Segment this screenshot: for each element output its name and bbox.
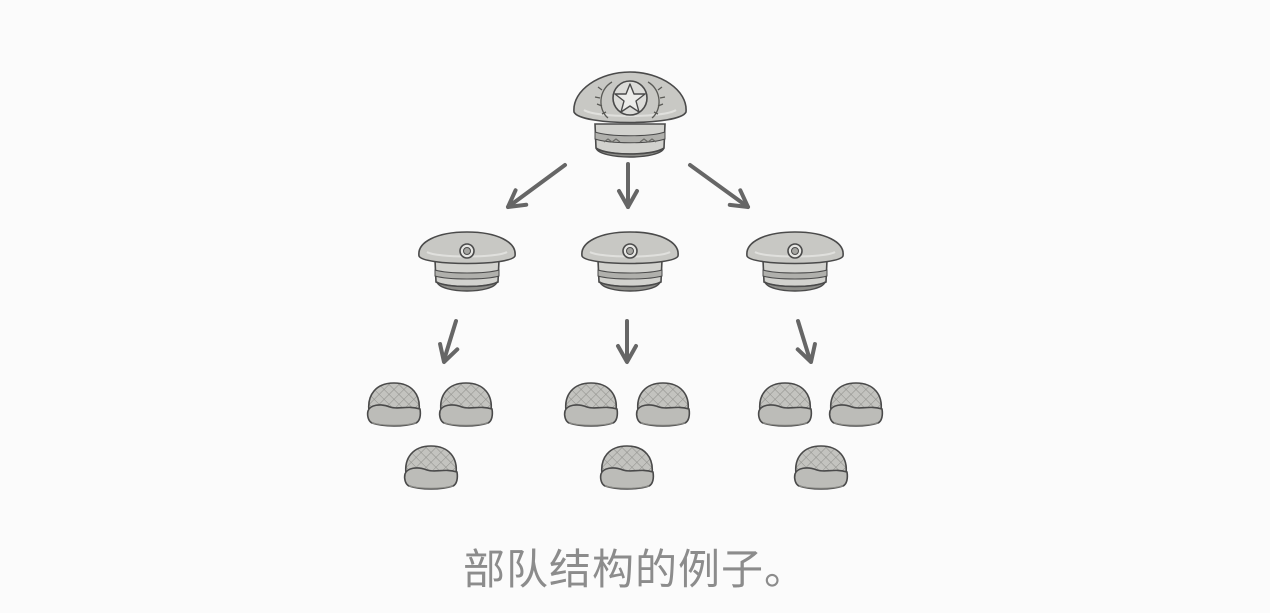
soldier-helmet-icon [563,382,619,427]
soldier-helmet-icon [635,382,691,427]
arrow-general-to-officer-3 [688,163,756,217]
soldier-helmet-icon [599,445,655,490]
arrow-officer-3-to-squad [795,319,822,367]
diagram-caption: 部队结构的例子。 [462,545,807,594]
arrow-officer-1-to-squad [433,319,460,367]
arrow-general-to-officer-1 [500,163,567,217]
arrow-officer-2-to-squad [616,319,638,364]
officer-cap-icon [580,231,680,292]
soldier-helmet-icon [403,445,459,490]
general-peaked-cap-icon [573,71,687,158]
soldier-helmet-icon [366,382,422,427]
arrow-general-to-officer-2 [617,162,639,209]
officer-cap-icon [745,231,845,292]
soldier-helmet-icon [438,382,494,427]
soldier-helmet-icon [793,445,849,490]
soldier-helmet-icon [757,382,813,427]
officer-cap-icon [417,231,517,292]
soldier-helmet-icon [828,382,884,427]
